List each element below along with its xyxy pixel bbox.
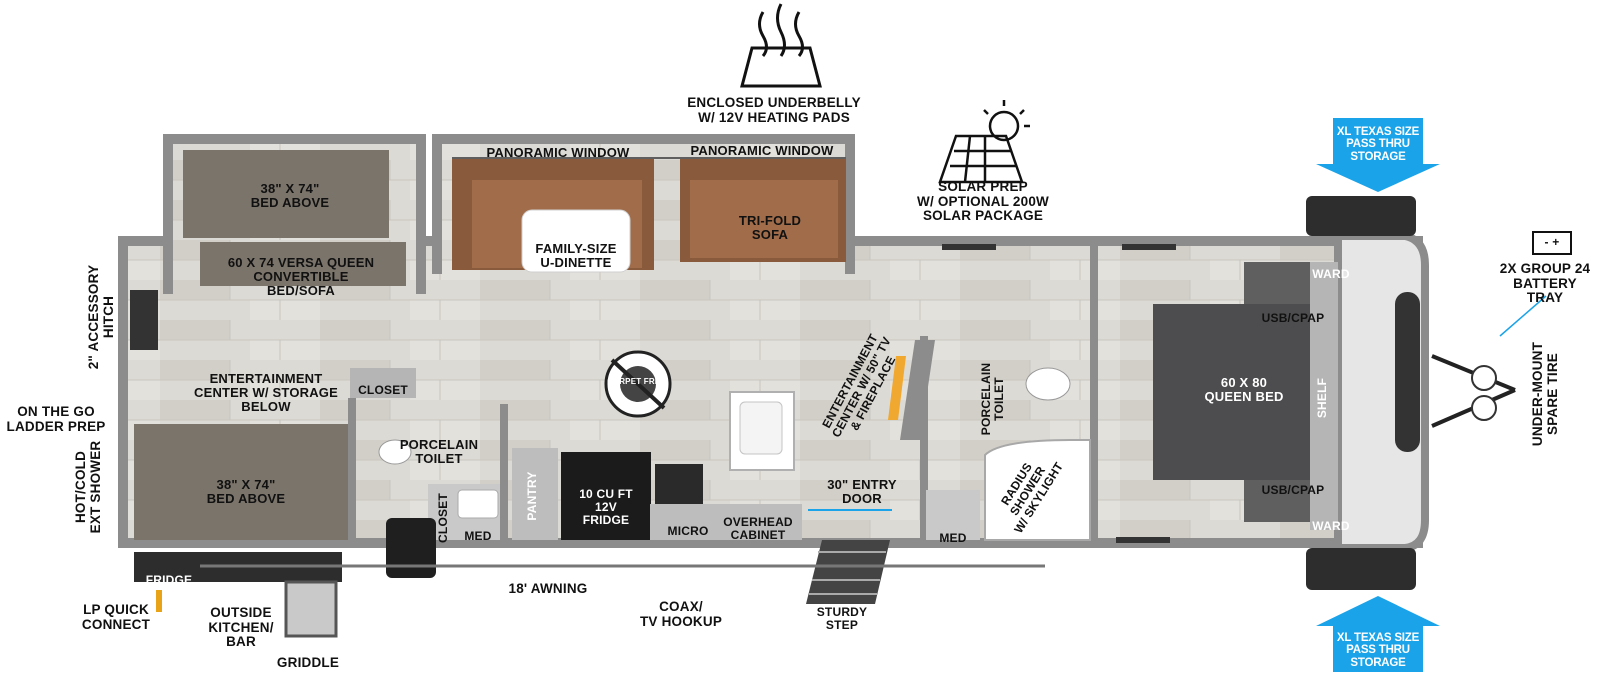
- storage-bottom-door: [1306, 548, 1416, 590]
- pantry-label: PANTRY: [525, 471, 539, 521]
- storage-bottom-label: XL TEXAS SIZE PASS THRU STORAGE: [1336, 632, 1420, 669]
- battery-symbol: - +: [1544, 235, 1560, 249]
- solar-icon: [938, 100, 1030, 184]
- battery-label: 2X GROUP 24 BATTERY TRAY: [1499, 261, 1591, 306]
- closet-rear-label: CLOSET: [358, 383, 408, 397]
- accessory-hitch-label: 2" ACCESSORY HITCH: [86, 264, 116, 370]
- queen-bed-label: 60 X 80 QUEEN BED: [1204, 375, 1284, 405]
- closet-rear-box: [350, 368, 416, 398]
- carpet-free-badge: [604, 350, 672, 418]
- griddle-label: GRIDDLE: [276, 655, 340, 670]
- storage-arrows: [1316, 118, 1440, 672]
- micro-label: MICRO: [667, 524, 709, 538]
- lp-connect-label: LP QUICK CONNECT: [81, 602, 151, 632]
- entertainment-rear-label: ENTERTAINMENT CENTER W/ STORAGE BELOW: [193, 371, 338, 415]
- ward-top-label: WARD: [1312, 267, 1350, 281]
- bed-above-top-label: 38" X 74" BED ABOVE: [250, 181, 330, 211]
- solar-label: SOLAR PREP W/ OPTIONAL 200W SOLAR PACKAG…: [917, 179, 1049, 224]
- awning-label: 18' AWNING: [508, 581, 588, 596]
- closet-bath-label: CLOSET: [436, 493, 450, 543]
- porcelain-toilet-rear-label: PORCELAIN TOILET: [399, 437, 479, 467]
- ward-bottom-label: WARD: [1312, 519, 1350, 533]
- ladder-label: ON THE GO LADDER PREP: [6, 404, 106, 434]
- master-bedroom: [1153, 196, 1416, 590]
- storage-top-label: XL TEXAS SIZE PASS THRU STORAGE: [1336, 126, 1420, 163]
- panoramic-window-left: PANORAMIC WINDOW: [486, 145, 630, 160]
- coax-label: COAX/ TV HOOKUP: [639, 599, 723, 629]
- kitchen: [512, 391, 802, 540]
- panoramic-window-right: PANORAMIC WINDOW: [690, 143, 834, 158]
- spare-tire-label: UNDER-MOUNT SPARE TIRE: [1530, 341, 1560, 447]
- heating-icon: [740, 3, 822, 88]
- bed-above-bottom-label: 38" X 74" BED ABOVE: [206, 477, 286, 507]
- windows: [942, 244, 1176, 543]
- usb-top-label: USB/CPAP: [1261, 311, 1325, 325]
- rear-bathroom: [348, 398, 508, 540]
- med-front-label: MED: [939, 531, 967, 545]
- entry-door-label: 30" ENTRY DOOR: [827, 477, 897, 507]
- med-rear-label: MED: [464, 529, 492, 543]
- accessory-hitch-door: [130, 290, 158, 350]
- rear-bunks: [130, 150, 416, 540]
- entry: [200, 509, 1045, 604]
- ext-shower-label: HOT/COLD EXT SHOWER: [73, 440, 103, 534]
- carpet-free-label: CARPET FREE!: [607, 377, 669, 386]
- overhead-cabinet-label: OVERHEAD CABINET: [723, 515, 793, 542]
- usb-bottom-label: USB/CPAP: [1261, 483, 1325, 497]
- hitch: [1431, 231, 1572, 428]
- shelf-label: SHELF: [1315, 377, 1329, 419]
- sofa-label: TRI-FOLD SOFA: [738, 213, 802, 243]
- underbelly-label: ENCLOSED UNDERBELLY W/ 12V HEATING PADS: [687, 95, 861, 125]
- fridge-label: 10 CU FT 12V FRIDGE: [579, 487, 633, 527]
- storage-top-door: [1306, 196, 1416, 236]
- porcelain-toilet-front-label: PORCELAIN TOILET: [979, 362, 1006, 436]
- outside-kitchen-label: OUTSIDE KITCHEN/ BAR: [208, 605, 274, 650]
- living-furniture: [452, 157, 846, 273]
- fridge-outside-label: FRIDGE: [145, 573, 193, 587]
- sturdy-step-label: STURDY STEP: [816, 605, 868, 632]
- versa-bed-label: 60 X 74 VERSA QUEEN CONVERTIBLE BED/SOFA: [227, 255, 375, 299]
- battery-icon: [1532, 231, 1572, 255]
- front-bathroom: [920, 236, 1098, 548]
- dinette-label: FAMILY-SIZE U-DINETTE: [535, 241, 617, 271]
